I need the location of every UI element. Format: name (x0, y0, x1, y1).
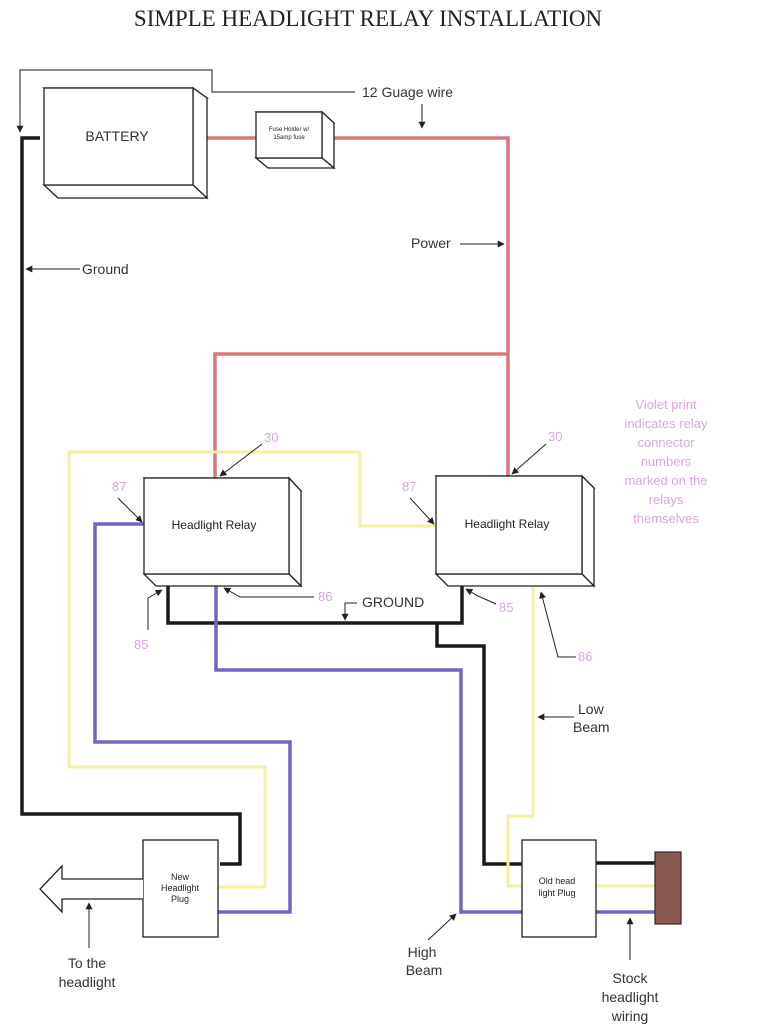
to-headlight-arrow (39, 864, 143, 914)
right-relay-label: Headlight Relay (465, 517, 550, 531)
stock-label-2: headlight (602, 989, 659, 1005)
page-title: SIMPLE HEADLIGHT RELAY INSTALLATION (134, 6, 603, 31)
low-beam-wire-new-plug (67, 450, 360, 889)
pin-right-30: 30 (548, 429, 562, 444)
note-line-7: themselves (633, 511, 699, 526)
old-headlight-plug-box (521, 839, 597, 938)
pin-left-85-arrow (147, 589, 163, 630)
note-line-4: numbers (641, 454, 692, 469)
pin-right-86-arrow (539, 591, 576, 658)
fuse-holder-box (254, 110, 336, 170)
battery-box (41, 86, 210, 200)
pin-right-86: 86 (578, 649, 592, 664)
pin-right-87: 87 (402, 479, 416, 494)
violet-note: Violet print indicates relay connector n… (624, 397, 708, 526)
pin-right-85: 85 (499, 600, 513, 615)
gauge-wire-line (19, 69, 355, 128)
ground-wire-battery (20, 136, 242, 866)
left-relay-label: Headlight Relay (172, 518, 257, 532)
power-wire-left-relay (213, 352, 508, 480)
pin-left-86: 86 (318, 589, 332, 604)
pin-left-85: 85 (134, 637, 148, 652)
pin-left-87: 87 (112, 479, 126, 494)
low-beam-wire-old-plug (506, 582, 535, 888)
old-plug-label-2: light Plug (538, 888, 575, 898)
pin-right-30-arrow (511, 443, 547, 475)
fuse-label-1: Fuse Holder w/ (269, 127, 310, 133)
gauge-wire-label: 12 Guage wire (362, 84, 453, 100)
high-beam-wire-new-plug (93, 522, 292, 914)
high-beam-label-1: High (408, 944, 437, 960)
battery-label: BATTERY (85, 128, 149, 144)
high-beam-wire-old-plug (214, 586, 522, 914)
pin-right-87-arrow (409, 497, 435, 525)
pin-left-30: 30 (264, 430, 278, 445)
high-beam-arrow (427, 913, 457, 941)
pin-left-87-arrow (117, 497, 143, 523)
stock-label-1: Stock (612, 970, 648, 986)
stock-connector (654, 851, 682, 925)
pin-left-30-arrow (219, 443, 263, 477)
old-plug-label-1: Old head (539, 876, 576, 886)
right-relay-box (434, 474, 596, 588)
note-line-3: connector (637, 435, 695, 450)
pin-left-86-arrow (223, 587, 314, 598)
left-relay-box (142, 476, 303, 588)
low-beam-wire-relay (358, 452, 436, 528)
note-line-1: Violet print (635, 397, 697, 412)
new-headlight-plug-box (142, 839, 219, 938)
high-beam-label-2: Beam (406, 962, 443, 978)
note-line-5: marked on the (624, 473, 707, 488)
to-headlight-label-1: To the (68, 955, 106, 971)
power-wire-main (334, 136, 510, 478)
ground-wire-relays (166, 586, 464, 625)
ground-label-center: GROUND (362, 594, 424, 610)
ground-wire-old-plug (435, 623, 522, 866)
power-label: Power (411, 235, 451, 251)
new-plug-label-2: Headlight (161, 883, 200, 893)
stock-label-3: wiring (611, 1008, 649, 1024)
low-beam-label-2: Beam (573, 719, 610, 735)
ground-label-left: Ground (82, 261, 129, 277)
note-line-2: indicates relay (624, 416, 708, 431)
new-plug-label-3: Plug (171, 894, 189, 904)
pin-right-85-arrow (465, 588, 497, 605)
low-beam-label-1: Low (578, 701, 605, 717)
to-headlight-label-2: headlight (59, 974, 116, 990)
note-line-6: relays (649, 492, 684, 507)
new-plug-label-1: New (171, 872, 190, 882)
fuse-label-2: 15amp fuse (273, 135, 305, 141)
ground-arrow-center (341, 602, 357, 621)
